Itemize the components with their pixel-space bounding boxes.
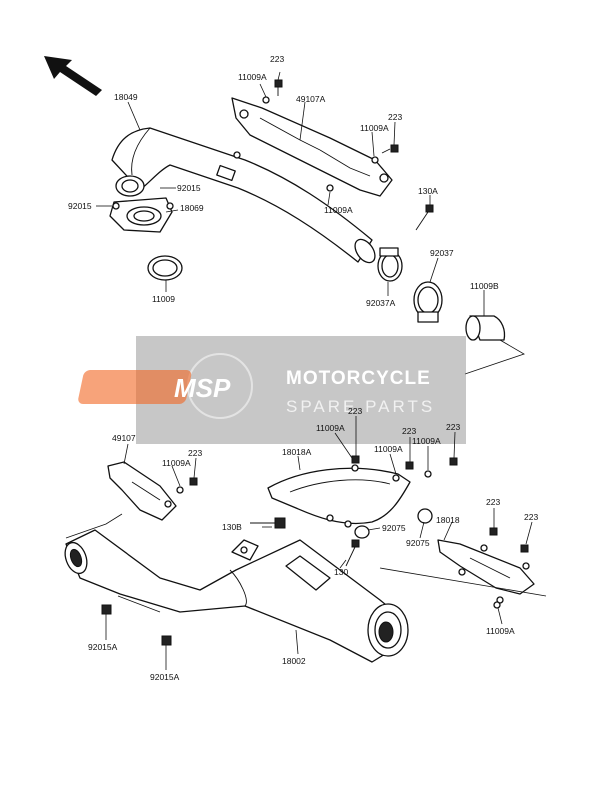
label-92015: 92015 <box>177 183 201 193</box>
label-11009A: 11009A <box>486 626 515 636</box>
exhaust-flange <box>109 175 174 233</box>
watermark-logo: MSP <box>78 353 253 419</box>
connector-sleeve <box>465 315 506 341</box>
rubber-damper <box>354 508 433 539</box>
label-223: 223 <box>188 448 202 458</box>
front-heat-shield <box>107 461 177 521</box>
label-49107: 49107 <box>112 433 136 443</box>
gasket-ring <box>147 255 183 281</box>
label-11009A: 11009A <box>316 423 345 433</box>
leader-lines-lower <box>65 416 547 670</box>
clamp-92037A <box>377 247 403 282</box>
exhaust-header-pipe <box>111 127 376 264</box>
watermark: MSP MOTORCYCLE SPARE PARTS <box>78 336 466 444</box>
leader-lines-upper <box>96 71 525 375</box>
label-92037: 92037 <box>430 248 454 258</box>
label-92015: 92015 <box>68 201 92 211</box>
clamp-92037 <box>413 281 443 323</box>
watermark-subtitle: SPARE PARTS <box>286 397 435 416</box>
label-223: 223 <box>486 497 500 507</box>
label-223: 223 <box>388 112 402 122</box>
label-11009B: 11009B <box>470 281 499 291</box>
watermark-title: MOTORCYCLE <box>286 368 431 389</box>
label-92015A: 92015A <box>150 672 180 682</box>
part-labels: 18049 223 11009A 49107A 223 11009A 92015… <box>68 54 538 682</box>
label-130A: 130A <box>418 186 438 196</box>
label-92075: 92075 <box>382 523 406 533</box>
front-direction-arrow-icon <box>44 56 102 96</box>
upper-heat-shield <box>231 97 393 197</box>
label-11009A: 11009A <box>360 123 389 133</box>
muffler <box>64 529 409 663</box>
label-130: 130 <box>334 567 348 577</box>
label-223: 223 <box>270 54 284 64</box>
rear-heat-shield <box>437 539 535 604</box>
label-223: 223 <box>402 426 416 436</box>
watermark-logo-text: MSP <box>174 373 231 403</box>
label-18049: 18049 <box>114 92 138 102</box>
label-18002: 18002 <box>282 656 306 666</box>
label-92075: 92075 <box>406 538 430 548</box>
muffler-heat-shield <box>267 467 411 528</box>
label-223: 223 <box>446 422 460 432</box>
label-11009A: 11009A <box>374 444 403 454</box>
muffler-mount-bracket <box>231 539 259 561</box>
label-11009A: 11009A <box>412 436 441 446</box>
label-223: 223 <box>348 406 362 416</box>
label-18018A: 18018A <box>282 447 312 457</box>
label-11009A: 11009A <box>324 205 353 215</box>
label-18018: 18018 <box>436 515 460 525</box>
label-130B: 130B <box>222 522 242 532</box>
bolt <box>233 79 434 231</box>
bolt <box>101 455 530 646</box>
label-49107A: 49107A <box>296 94 326 104</box>
label-11009A: 11009A <box>162 458 191 468</box>
label-18069: 18069 <box>180 203 204 213</box>
label-223: 223 <box>524 512 538 522</box>
label-11009A: 11009A <box>238 72 267 82</box>
label-92015A: 92015A <box>88 642 118 652</box>
label-92037A: 92037A <box>366 298 396 308</box>
label-11009: 11009 <box>152 294 175 304</box>
